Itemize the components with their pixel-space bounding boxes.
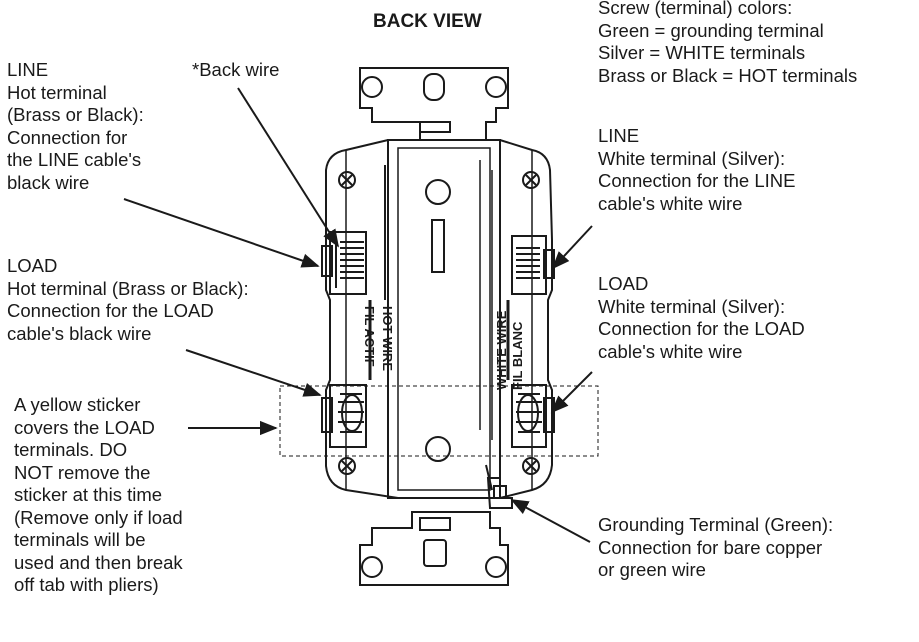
note-line: NOT remove the [14,461,151,483]
callout-line: Connection for the LINE [598,170,796,191]
corner-screw [338,171,356,189]
note-line: terminals will be [14,529,146,550]
legend-line: Brass or Black = HOT terminals [598,64,858,86]
hot-wire-mark: HOT WIRE [380,306,395,371]
top-mounting-strap [359,67,509,141]
callout-heading: LINE [598,125,640,146]
note-line: used and then break [14,551,183,573]
note-line: off tab with pliers) [14,574,159,595]
line-white-terminal [511,235,555,295]
corner-screw [522,171,540,189]
receptacle-body [325,139,553,499]
load-white-arrow [550,371,593,414]
callout-line: cable's white wire [598,192,743,214]
callout-line: White terminal (Silver): [598,295,786,317]
corner-screw [338,457,356,475]
load-white-callout: LOAD White terminal (Silver): Connection… [598,273,805,363]
note-line: sticker at this time [14,484,163,505]
callout-line: White terminal (Silver): [598,147,786,169]
grounding-terminal [485,464,513,509]
line-white-callout: LINE White terminal (Silver): Connection… [598,125,795,215]
callout-line: cable's black wire [7,322,152,344]
callout-line: cable's white wire [598,340,743,362]
callout-line: the LINE cable's [7,149,142,170]
sticker-note: A yellow sticker covers the LOAD termina… [14,394,183,597]
note-line: covers the LOAD [14,416,155,438]
load-hot-callout: LOAD Hot terminal (Brass or Black): Conn… [7,255,249,345]
note-line: A yellow sticker [14,394,141,415]
line-hot-arrow [123,198,320,268]
callout-line: black wire [7,171,90,193]
line-hot-callout: LINE Hot terminal (Brass or Black): Conn… [7,59,144,194]
screw-color-legend: Screw (terminal) colors: Green = groundi… [598,0,857,87]
note-line: (Remove only if load [14,506,183,528]
line-hot-terminal [321,231,367,295]
legend-line: Silver = WHITE terminals [598,42,806,63]
legend-line: Green = grounding terminal [598,19,824,41]
callout-heading: LINE [7,59,49,80]
diagram-title: BACK VIEW [373,11,482,32]
callout-line: Hot terminal (Brass or Black): [7,277,249,299]
load-white-terminal [511,384,555,448]
callout-line: Connection for the LOAD [598,318,805,339]
callout-heading: LOAD [7,255,58,276]
ground-arrow [510,499,591,543]
callout-line: Connection for the LOAD [7,300,214,321]
fil-blanc-mark: FIL BLANC [510,321,525,390]
note-line: terminals. DO [14,439,128,460]
fil-actif-mark: FIL ACTIF [362,306,377,367]
callout-heading: LOAD [598,273,649,294]
callout-line: Connection for bare copper [598,536,823,558]
back-wire-callout: *Back wire [192,59,279,82]
callout-line: Hot terminal [7,81,107,103]
corner-screw [522,457,540,475]
grounding-callout: Grounding Terminal (Green): Connection f… [598,514,833,582]
callout-line: or green wire [598,559,706,580]
yellow-sticker-outline [279,385,599,457]
line-white-arrow [551,225,593,270]
legend-heading: Screw (terminal) colors: [598,0,793,18]
back-wire-arrow [237,87,339,248]
callout-line: *Back wire [192,59,280,80]
load-hot-arrow [185,349,322,397]
callout-line: (Brass or Black): [7,104,144,125]
load-hot-terminal [321,384,367,448]
callout-line: Grounding Terminal (Green): [598,514,834,535]
white-wire-mark: WHITE WIRE [494,310,509,390]
device-lettering: HOT WIRE FIL ACTIF WHITE WIRE FIL BLANC [362,306,525,390]
callout-line: Connection for [7,126,128,148]
bottom-mounting-strap [359,511,509,586]
